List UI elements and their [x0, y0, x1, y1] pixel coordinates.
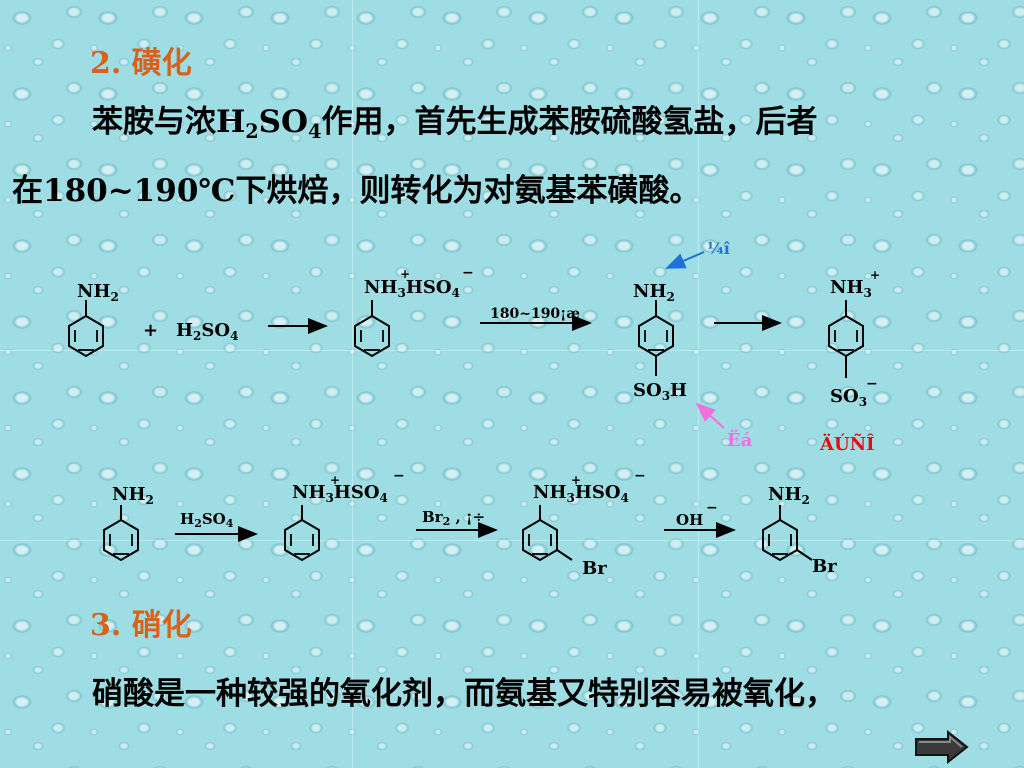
- text-fragment: 苯胺与浓: [92, 104, 216, 140]
- negative-charge: −: [634, 468, 646, 484]
- formula-subscript: 4: [308, 119, 322, 143]
- reaction-condition-temperature: 180~190¡æ: [490, 306, 580, 322]
- annotation-arrow-acid: [695, 402, 725, 429]
- bond: [796, 549, 813, 561]
- positive-charge: +: [400, 267, 410, 281]
- section-title: 硝化: [131, 608, 192, 643]
- benzene-ring: [103, 518, 139, 562]
- right-arrow-icon: [915, 729, 969, 765]
- aniline-molecule: NH2: [103, 484, 154, 562]
- sulfonic-acid-group-label: SO3H: [633, 380, 687, 403]
- amino-group-label: NH2: [112, 484, 154, 507]
- section-title: 磺化: [131, 46, 192, 81]
- ammonium-group-label: NH3: [830, 277, 872, 300]
- text-fragment: 下烘焙，则转化为对氨基苯磺酸。: [235, 173, 701, 209]
- bromoanilinium-salt-molecule: NH3HSO4 + − Br: [522, 468, 646, 579]
- positive-charge: +: [330, 473, 340, 487]
- amino-group-label: NH2: [77, 281, 119, 304]
- annotation-inner-salt-label: ÄÚÑÎ: [819, 432, 875, 455]
- bromoaniline-molecule: NH2 Br: [762, 484, 837, 577]
- paragraph-line-2: 在180~190℃下烘焙，则转化为对氨基苯磺酸。: [12, 165, 701, 210]
- section-number: 3.: [90, 608, 122, 643]
- section-number: 2.: [90, 46, 122, 81]
- bond: [556, 549, 573, 561]
- bromo-substituent-label: Br: [582, 558, 607, 579]
- inner-salt-molecule: NH3 + SO3 −: [828, 268, 880, 409]
- plus-sign: +: [143, 320, 158, 341]
- anilinium-label: NH3HSO4: [533, 482, 629, 505]
- sulfonate-group-label: SO3: [830, 386, 867, 409]
- formula-subscript: 2: [245, 119, 259, 143]
- hydroxide-reagent: OH: [676, 511, 703, 529]
- bromo-substituent-label: Br: [812, 556, 837, 577]
- negative-charge: −: [462, 265, 474, 281]
- sulfanilic-acid-molecule: NH2 SO3H: [633, 281, 687, 403]
- next-slide-button[interactable]: [914, 729, 970, 765]
- amino-group-label: NH2: [633, 281, 675, 304]
- paragraph-nitration: 硝酸是一种较强的氧化剂，而氨基又特别容易被氧化，: [92, 676, 836, 712]
- sulfuric-acid-reagent: H2SO4: [176, 320, 238, 343]
- negative-charge: −: [393, 468, 405, 484]
- amino-group-label: NH2: [768, 484, 810, 507]
- benzene-ring: [762, 518, 798, 562]
- aniline-molecule: NH2: [68, 281, 119, 358]
- benzene-ring: [354, 314, 390, 358]
- temperature-value: 180~190℃: [43, 173, 236, 209]
- formula-so: SO: [258, 104, 309, 140]
- background-gridline: [352, 0, 353, 768]
- bromination-condition: Br2 , ¡÷: [422, 508, 485, 528]
- positive-charge: +: [870, 268, 880, 282]
- section-heading-sulfonation: 2. 磺化: [90, 38, 192, 82]
- sulfuric-acid-reagent: H2SO4: [180, 510, 234, 530]
- anilinium-hydrogen-sulfate-molecule: NH3HSO4 + −: [354, 265, 474, 358]
- negative-charge: −: [706, 500, 718, 516]
- formula-h: H: [216, 104, 246, 140]
- anilinium-label: NH3HSO4: [364, 277, 460, 300]
- benzene-ring: [522, 518, 558, 562]
- positive-charge: +: [571, 473, 581, 487]
- annotation-base-label: ¼î: [707, 239, 730, 258]
- anilinium-hydrogen-sulfate-molecule: NH3HSO4 + −: [284, 468, 405, 562]
- annotation-acid-label: Ëá: [727, 428, 753, 451]
- paragraph-line-1: 苯胺与浓H2SO4作用，首先生成苯胺硫酸氢盐，后者: [92, 96, 817, 141]
- benzene-ring: [68, 314, 104, 358]
- background-gridline: [0, 350, 1024, 351]
- text-fragment: 作用，首先生成苯胺硫酸氢盐，后者: [321, 104, 818, 140]
- negative-charge: −: [866, 376, 878, 392]
- background-gridline: [0, 540, 1024, 541]
- anilinium-label: NH3HSO4: [292, 482, 388, 505]
- section-heading-nitration: 3. 硝化: [90, 600, 192, 644]
- benzene-ring: [284, 518, 320, 562]
- text-fragment: 在: [12, 173, 43, 209]
- annotation-arrow-base: [665, 251, 705, 269]
- background-gridline: [698, 0, 699, 768]
